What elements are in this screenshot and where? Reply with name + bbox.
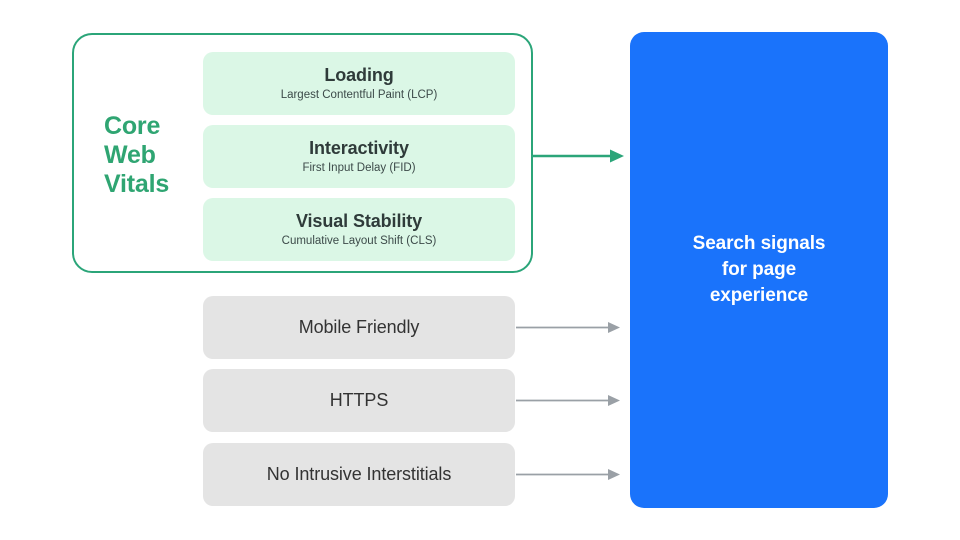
metric-card-loading[interactable]: Loading Largest Contentful Paint (LCP) xyxy=(203,52,515,115)
metric-subtitle: First Input Delay (FID) xyxy=(302,162,416,174)
https-arrow xyxy=(516,395,620,406)
mobile-friendly-arrow xyxy=(516,322,620,333)
metric-title: Loading xyxy=(324,65,394,85)
metric-title: Interactivity xyxy=(309,138,409,158)
signal-card-no-intrusive-interstitials[interactable]: No Intrusive Interstitials xyxy=(203,443,515,506)
core-web-vitals-group xyxy=(72,33,533,273)
core-web-vitals-arrow xyxy=(533,149,624,163)
core-web-vitals-group-label: Core Web Vitals xyxy=(104,112,170,198)
signal-label: HTTPS xyxy=(329,390,389,410)
output-panel-search-signals[interactable]: Search signals for page experience xyxy=(630,32,888,508)
metric-card-interactivity[interactable]: Interactivity First Input Delay (FID) xyxy=(203,125,515,188)
signal-label: No Intrusive Interstitials xyxy=(266,464,452,484)
output-panel-label: Search signals for page experience xyxy=(692,233,826,306)
metric-subtitle: Largest Contentful Paint (LCP) xyxy=(280,89,438,101)
metric-title: Visual Stability xyxy=(295,211,423,231)
no-intrusive-interstitials-arrow xyxy=(516,469,620,480)
metric-card-visual-stability[interactable]: Visual Stability Cumulative Layout Shift… xyxy=(203,198,515,261)
signal-label: Mobile Friendly xyxy=(298,317,420,337)
metric-subtitle: Cumulative Layout Shift (CLS) xyxy=(281,235,437,247)
signal-card-mobile-friendly[interactable]: Mobile Friendly xyxy=(203,296,515,359)
signal-card-https[interactable]: HTTPS xyxy=(203,369,515,432)
